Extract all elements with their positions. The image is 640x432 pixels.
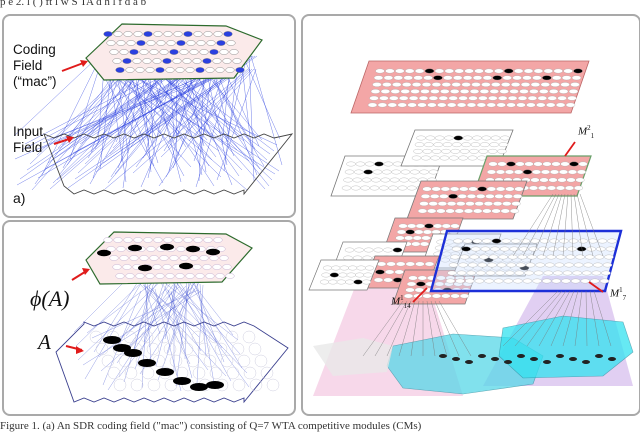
mac-level-2-top bbox=[400, 129, 514, 167]
arrow-head-input bbox=[76, 346, 84, 354]
mac-label-m1-7: M17 bbox=[610, 286, 627, 302]
panel-b: ϕ(A) A bbox=[2, 220, 296, 416]
arrow-head-input bbox=[66, 136, 74, 143]
input-patch-right bbox=[498, 315, 634, 379]
mac-label-m1-14: M114 bbox=[391, 294, 411, 310]
input-field-outline bbox=[55, 321, 289, 404]
mac-level-2-bottom bbox=[406, 180, 528, 220]
coding-field-hexagon bbox=[85, 231, 253, 285]
arrow-m2-1 bbox=[564, 141, 576, 157]
mac-label-m2-1: M21 bbox=[578, 124, 595, 140]
panel-a: Coding Field (“mac”) Input Field a) bbox=[2, 14, 296, 218]
mac-level-1-5 bbox=[392, 269, 478, 305]
arrow-m1-14 bbox=[412, 287, 428, 303]
input-a-label: A bbox=[38, 330, 51, 354]
input-patch-gray bbox=[313, 338, 393, 376]
caption-bottom-fragment: Figure 1. (a) An SDR coding field ("mac"… bbox=[0, 420, 422, 432]
coding-field-cells bbox=[103, 31, 245, 73]
panel-b-diagram bbox=[55, 231, 289, 404]
mac-level-1-m1-7-highlight bbox=[429, 229, 623, 293]
panel-a-tag: a) bbox=[13, 190, 26, 206]
phi-a-label: ϕ(A) bbox=[30, 286, 70, 311]
coding-field-label: Coding Field (“mac”) bbox=[13, 42, 57, 89]
active-code-units bbox=[97, 243, 220, 272]
caption-top-fragment: p e 2. l ( ) ft l w S TA d h l f d a b bbox=[0, 0, 147, 8]
mac-level-2-left bbox=[330, 155, 444, 197]
input-field-label: Input Field bbox=[13, 124, 44, 155]
mac-level-1-4 bbox=[308, 259, 380, 291]
panel-c-hierarchy-diagram bbox=[308, 60, 634, 396]
arrow-head-coding bbox=[80, 60, 88, 67]
panel-a-diagram bbox=[13, 23, 294, 196]
panel-c: M21 M114 M17 bbox=[301, 14, 640, 416]
sparse-connection-lines bbox=[73, 271, 250, 392]
arrow-m1-7 bbox=[588, 281, 604, 293]
arrow-head-coding bbox=[82, 268, 90, 275]
mac-connection-lines bbox=[362, 193, 612, 357]
active-input-units bbox=[103, 336, 224, 391]
mac-level-3 bbox=[350, 60, 590, 114]
input-field-outline bbox=[43, 133, 294, 196]
input-active-units bbox=[439, 354, 616, 364]
